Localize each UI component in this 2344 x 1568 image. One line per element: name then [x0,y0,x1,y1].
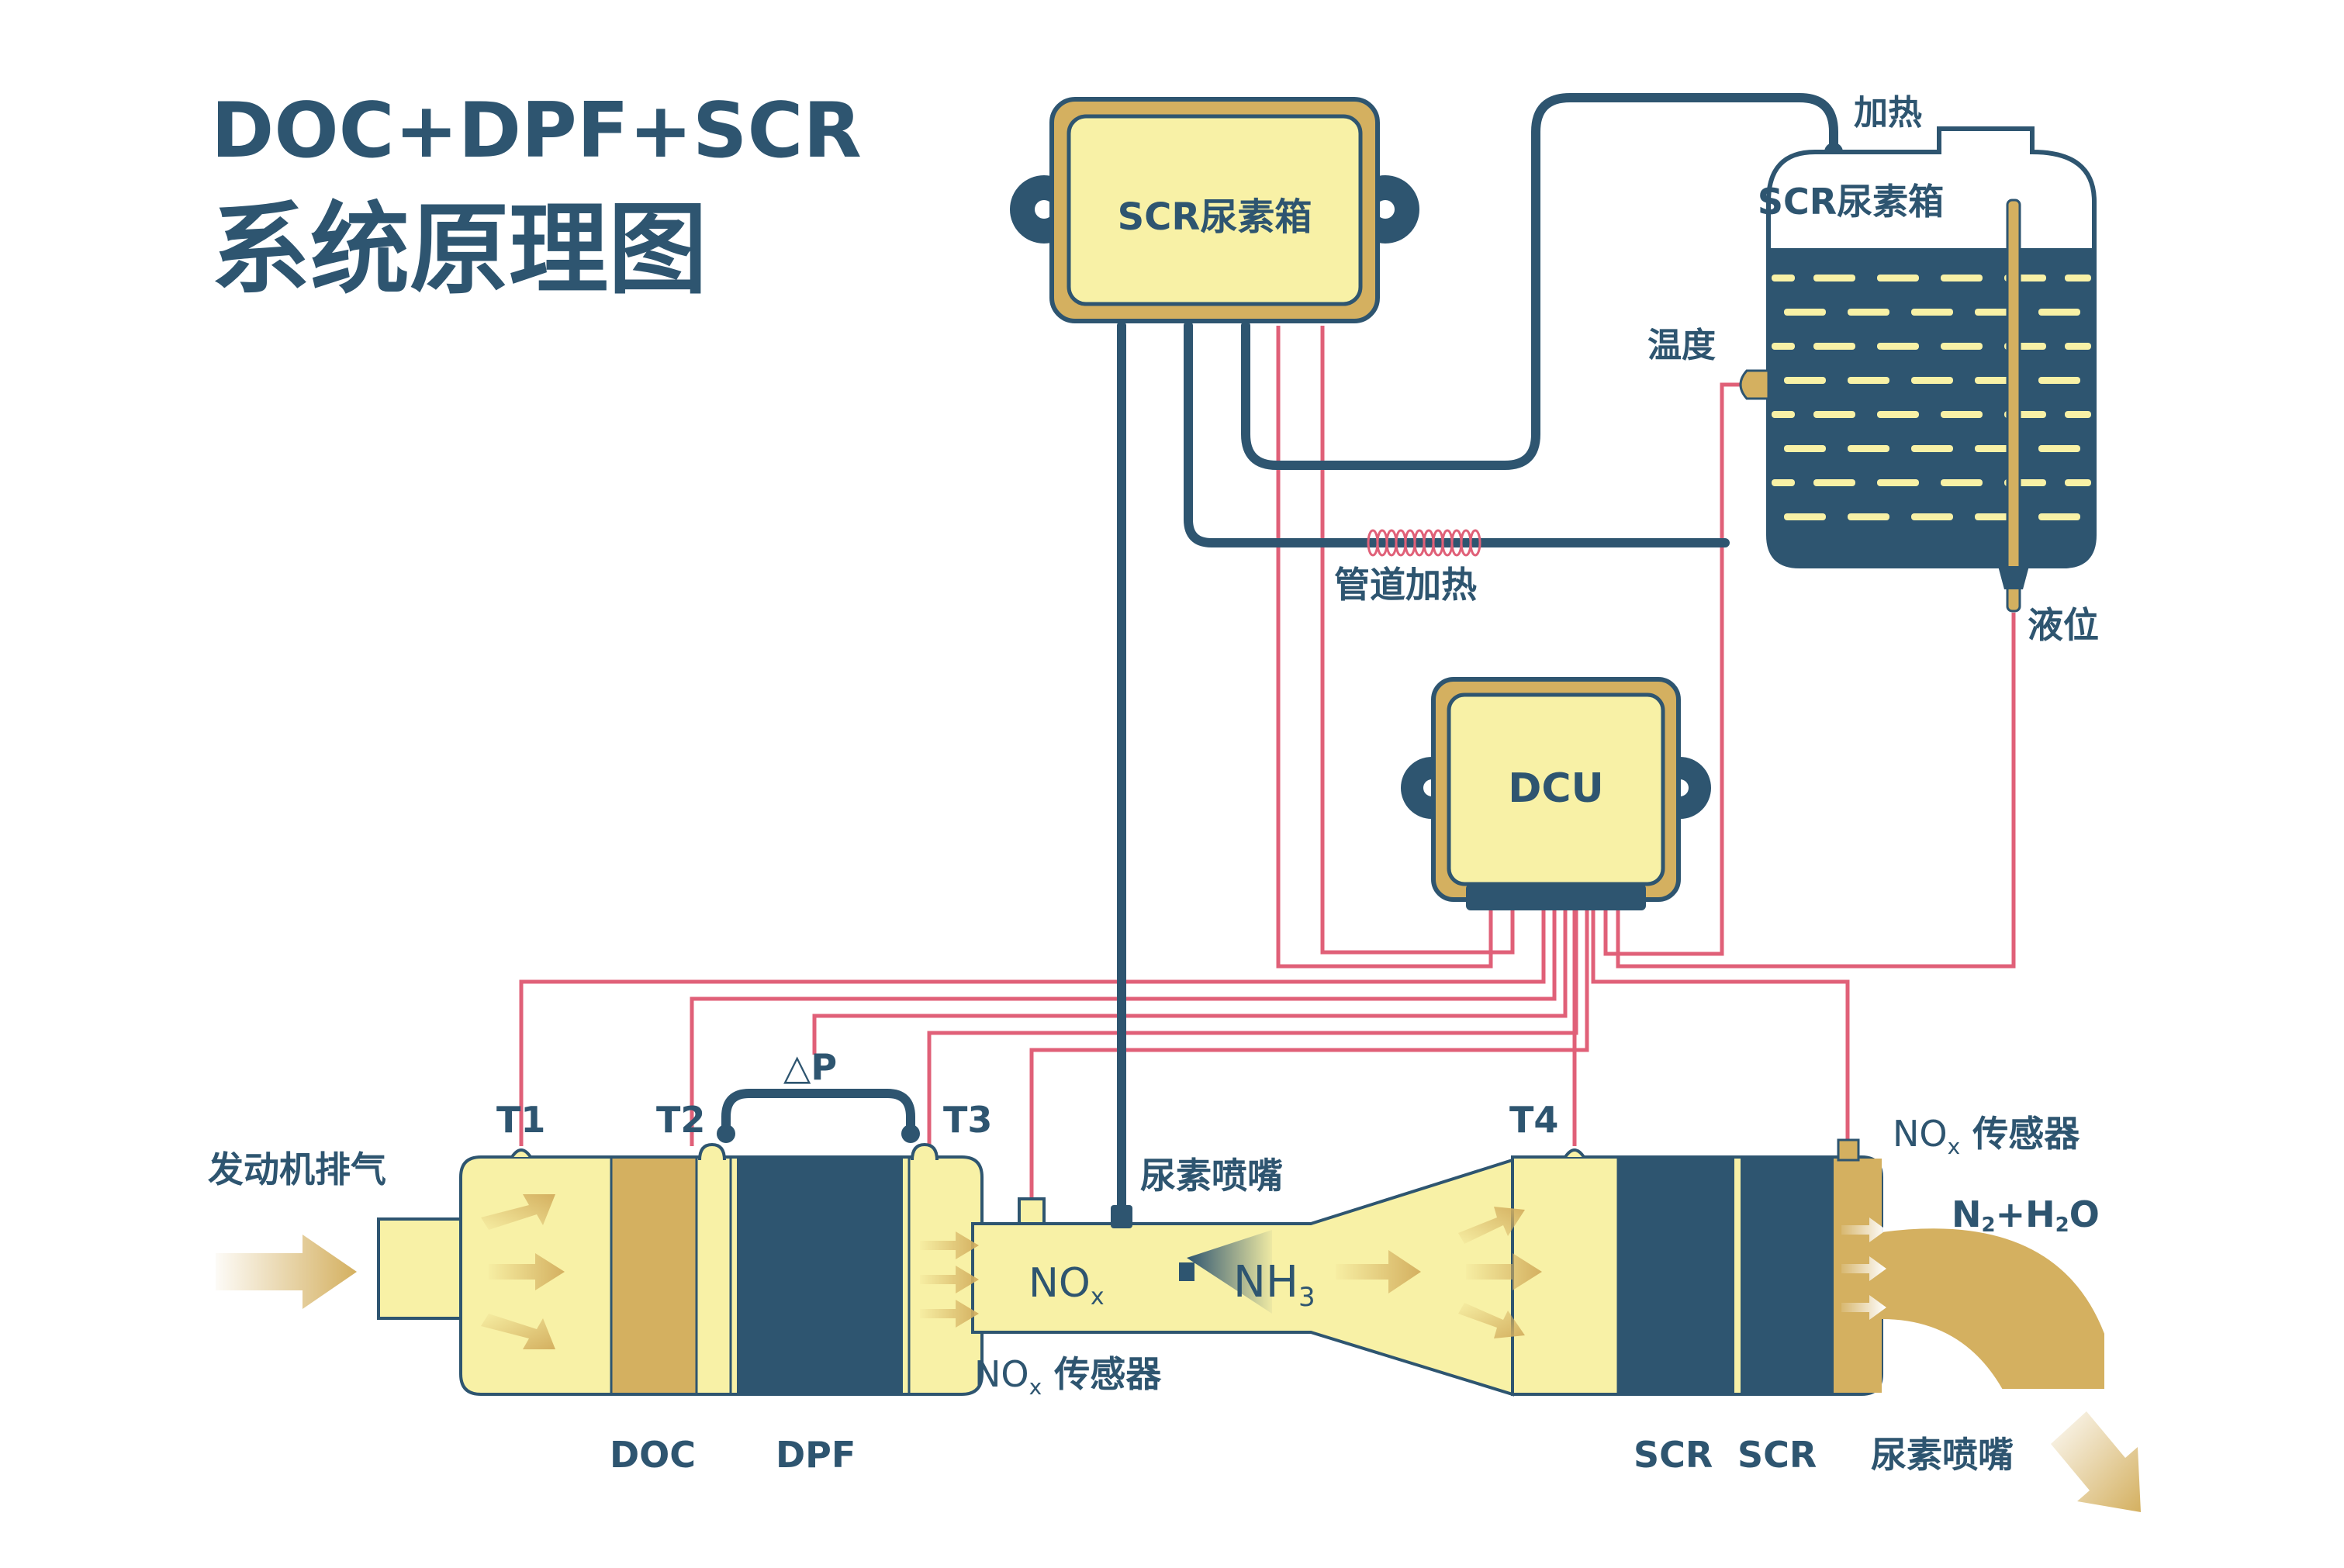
pipe-heating-label: 管道加热 [1334,564,1477,606]
doc-catalyst [611,1159,697,1393]
t3-sensor [911,1142,939,1161]
scr-1-label: SCR [1634,1434,1713,1476]
dcu-unit: DCU [1401,677,1711,910]
doc-label: DOC [610,1434,696,1476]
wire-scr-box-b [1320,326,1515,955]
pipe-heated [1184,321,1730,547]
engine-exhaust-arrow [216,1235,357,1309]
t4-sensor [1564,1148,1585,1159]
nox-sensor-mid [1018,1197,1046,1225]
engine-exhaust-label: 发动机排气 [208,1148,386,1190]
pipe-heating-coil [1367,529,1481,557]
nox-sensor-right-label: NOx 传感器 [1893,1113,2080,1159]
scr-catalyst-2 [1741,1159,1834,1393]
dpf-filter [737,1159,903,1393]
outlet-arrow [2051,1411,2141,1512]
title-line-1: DOC+DPF+SCR [211,87,862,175]
n2-h2o-label: N2+H2O [1952,1193,2100,1237]
scr-box-label: SCR尿素箱 [1118,195,1312,239]
t4-label: T4 [1509,1099,1558,1141]
wire-delta-p [812,907,1568,1055]
t2-sensor-a [698,1142,726,1161]
wire-nox-right-line [1591,907,1850,1140]
wire-t1 [519,907,1546,1146]
flow-arrows [216,1194,2141,1512]
delta-p-label: △P [783,1046,837,1088]
exhaust-system [377,1138,2104,1397]
nh3-label: NH3 [1233,1257,1315,1313]
heating-label: 加热 [1854,93,1922,133]
t2-label: T2 [656,1099,705,1141]
scr-tank-label: SCR尿素箱 [1758,181,1944,223]
level-sensor-rod [2006,199,2021,613]
dcu-label: DCU [1508,765,1604,812]
level-label: 液位 [2028,604,2099,646]
pipe-heating-loop [1241,93,1838,470]
wire-t3 [927,907,1578,1146]
scr-catalyst-1 [1618,1159,1734,1393]
urea-nozzle-bottom-label: 尿素喷嘴 [1871,1434,2014,1476]
scr-urea-tank: SCR尿素箱 [1739,126,2097,613]
dpf-label: DPF [776,1434,856,1476]
wire-temperature [1603,382,1747,956]
urea-injector [1111,1205,1132,1228]
scr-2-label: SCR [1737,1434,1817,1476]
t3-label: T3 [943,1099,992,1141]
nox-mid-label: NOx [1029,1260,1105,1311]
pipe-delta-p [721,1089,915,1135]
temperature-label: 温度 [1647,326,1716,365]
wire-scr-box-a [1276,326,1493,969]
nox-sensor-bottom-label: NOx 传感器 [974,1353,1162,1400]
urea-nozzle-top-label: 尿素喷嘴 [1140,1155,1283,1197]
t1-sensor [510,1148,532,1159]
title-line-2: 系统原理图 [211,192,707,308]
wire-level [1616,613,2016,969]
nox-sensor-right [1837,1138,1860,1162]
scr-urea-box: SCR尿素箱 [1010,97,1419,323]
delta-p-tap-right [901,1124,920,1143]
outlet-elbow [1881,1228,2104,1389]
urea-spray [1187,1230,1272,1314]
wire-nox-mid [1029,907,1589,1199]
inlet-pipe [377,1217,467,1320]
delta-p-tap-left [717,1124,735,1143]
temperature-sensor [1739,369,1770,400]
t1-label: T1 [496,1099,545,1141]
signal-wires [519,326,2016,1199]
pipe-supply [1117,321,1191,1276]
